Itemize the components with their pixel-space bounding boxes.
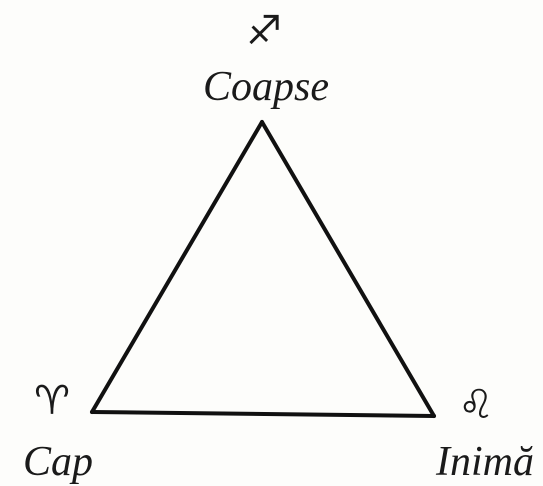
edge-top-left xyxy=(90,120,264,414)
sagittarius-icon: ♐ xyxy=(246,8,282,54)
edge-left-right xyxy=(90,410,436,418)
edge-right-top xyxy=(260,120,436,418)
node-label-left: Cap xyxy=(23,439,93,485)
node-label-top: Coapse xyxy=(203,64,329,110)
leo-icon: ♌ xyxy=(458,382,494,428)
aries-icon: ♈ xyxy=(34,378,70,424)
node-label-right: Inimă xyxy=(435,439,534,485)
